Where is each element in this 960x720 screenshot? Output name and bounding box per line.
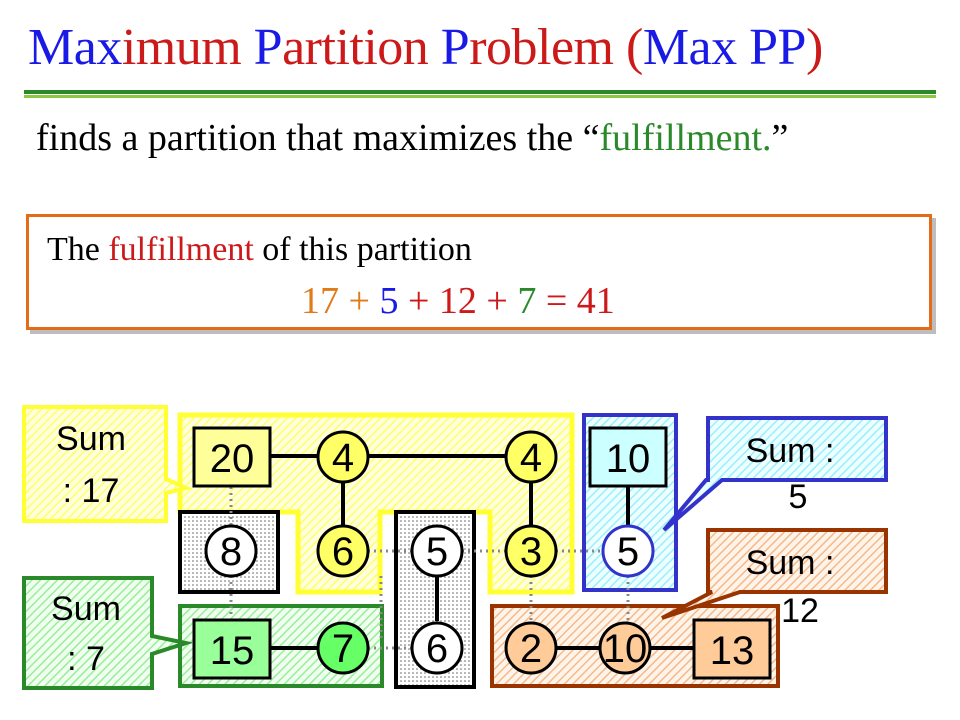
node-label: 4 [332, 436, 354, 480]
node-circle [316, 430, 370, 484]
caption-highlight: fulfillment [108, 231, 254, 268]
node-square [588, 426, 668, 488]
equation-total: = 41 [536, 280, 615, 322]
callout-sum-7 [22, 576, 194, 690]
page-title: Maximum Partition Problem (Max PP) [28, 22, 823, 74]
node-label: 4 [520, 436, 542, 480]
subtitle-text: finds a partition that maximizes the “ [36, 117, 600, 159]
title-part: Max PP [642, 19, 807, 76]
node-label: 10 [606, 437, 651, 481]
node-square [692, 618, 772, 680]
fulfillment-equation: 17 + 5 + 12 + 7 = 41 [301, 279, 615, 323]
fulfillment-box: The fulfillment of this partition 17 + 5… [26, 214, 932, 330]
equation-term: 17 [301, 280, 339, 322]
node-label: 13 [710, 629, 755, 673]
equation-term: 7 [517, 280, 537, 322]
node-circle [410, 524, 464, 578]
node-circle [316, 621, 370, 675]
node-label: 5 [617, 530, 639, 574]
title-part: roblem ( [469, 19, 643, 76]
equation-op: + [398, 280, 439, 322]
fulfillment-caption: The fulfillment of this partition [47, 231, 472, 269]
node-label: 6 [426, 627, 448, 671]
callout-text: 5 [789, 478, 808, 516]
caption-text: The [47, 231, 109, 268]
equation-op: + [339, 280, 380, 322]
title-rule-light [24, 95, 936, 98]
node-circle [316, 524, 370, 578]
node-label: 15 [210, 629, 255, 673]
title-part: P [253, 19, 283, 76]
node-square [192, 426, 272, 488]
callout-text: Sum [56, 420, 126, 458]
node-label: 3 [520, 530, 542, 574]
subtitle-text-end: ” [771, 117, 789, 159]
callout-sum-12 [661, 528, 888, 620]
callout-text: : 7 [67, 640, 105, 678]
callout-text: Sum : [746, 432, 835, 470]
node-label: 20 [210, 437, 255, 481]
node-circle [410, 621, 464, 675]
node-label: 7 [332, 627, 354, 671]
title-part: Max [28, 19, 122, 76]
subtitle-highlight: fulfillment. [599, 117, 772, 159]
callout-text: : 17 [63, 472, 120, 510]
caption-text-end: of this partition [253, 231, 472, 268]
node-square [192, 618, 272, 680]
title-rule-dark [24, 90, 936, 94]
callout-text: 12 [781, 592, 819, 630]
title-part: ) [805, 19, 823, 76]
node-circle [601, 524, 655, 578]
node-label: 10 [603, 627, 648, 671]
equation-term: 5 [379, 280, 399, 322]
node-label: 8 [220, 530, 242, 574]
callout-sum-5 [662, 416, 888, 532]
callout-text: Sum [51, 590, 121, 628]
node-circle [204, 524, 258, 578]
equation-op: + [476, 280, 518, 322]
title-part: artition [282, 19, 441, 76]
callout-sum-17 [22, 405, 193, 523]
node-circle [504, 524, 558, 578]
node-label: 6 [332, 530, 354, 574]
title-part: imum [121, 19, 254, 76]
node-circle [504, 621, 558, 675]
node-label: 5 [426, 530, 448, 574]
title-part: P [440, 19, 470, 76]
equation-term: 12 [438, 280, 477, 322]
node-label: 2 [520, 627, 542, 671]
node-circle [598, 621, 652, 675]
subtitle: finds a partition that maximizes the “fu… [36, 116, 788, 160]
callout-text: Sum : [746, 544, 835, 582]
node-circle [504, 430, 558, 484]
